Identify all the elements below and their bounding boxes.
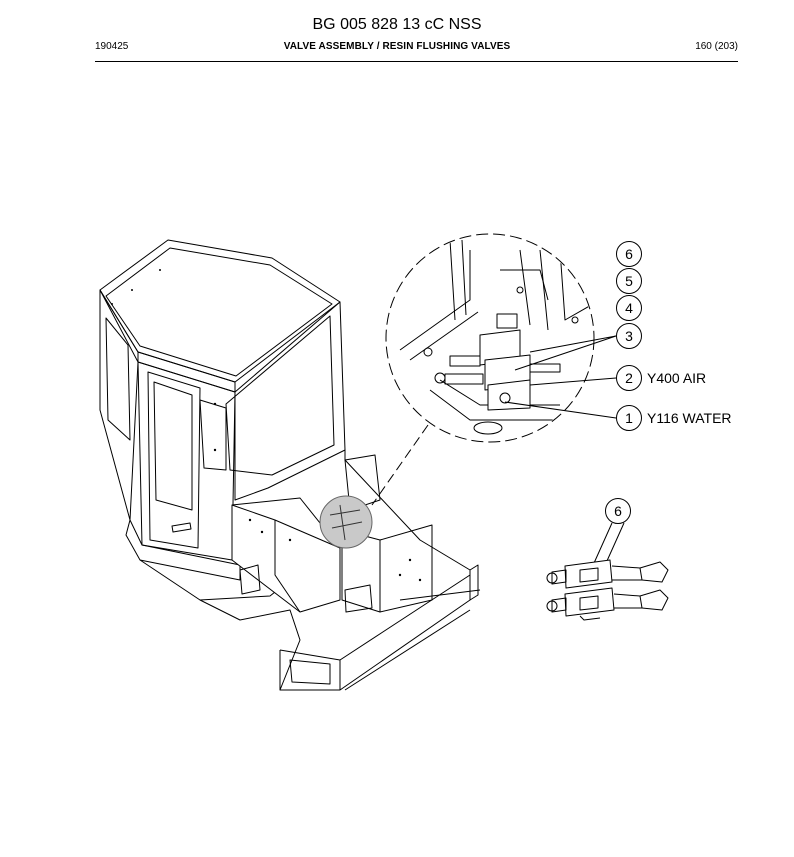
page-number: 160 (203) [695,41,738,52]
section-title: VALVE ASSEMBLY / RESIN FLUSHING VALVES [283,41,511,52]
machine-illustration [99,239,481,691]
callout-4-bubble [616,295,642,321]
callout-1-bubble [616,405,642,431]
detail-callout-number: 6 [614,503,622,519]
callout-3-number: 3 [625,328,633,344]
callout-5-number: 5 [625,273,633,289]
callout-5-bubble [616,268,642,294]
detail-view [385,233,617,443]
callout-1-number: 1 [625,410,633,426]
callout-4-number: 4 [625,300,633,316]
callout-2-number: 2 [625,370,633,386]
callout-2-label: Y400 AIR [647,370,706,386]
document-date: 190425 [95,41,129,52]
header-rule [95,61,738,62]
callout-6-bubble [616,241,642,267]
document-title: BG 005 828 13 cC NSS [312,16,482,33]
callout-1-label: Y116 WATER [647,410,732,426]
callout-2-bubble [616,365,642,391]
callout-6-number: 6 [625,246,633,262]
valve-detail-illustration [546,498,669,621]
callout-3-bubble [616,323,642,349]
